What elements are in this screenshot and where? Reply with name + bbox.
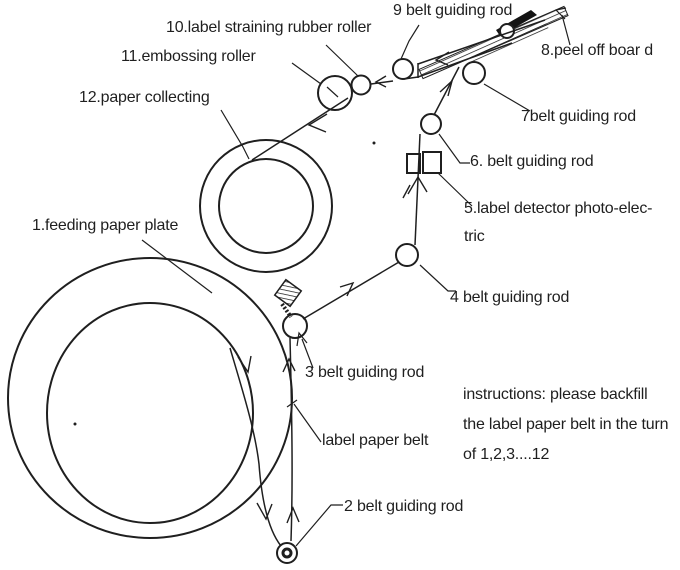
arrow-into-collecting xyxy=(307,113,328,133)
paper-collecting-outer-circle xyxy=(199,139,333,273)
instructions-text: instructions: please backfill the label … xyxy=(463,380,669,470)
label-part3: 3 belt guiding rod xyxy=(305,364,425,381)
arrow-down-to-rod2 xyxy=(256,502,273,521)
leader-part10 xyxy=(325,44,359,77)
arrow-left-at-rod9 xyxy=(374,75,387,88)
arrow-up-detector-tail xyxy=(402,184,411,199)
label-part4: 4 belt guiding rod xyxy=(450,289,570,306)
detector-left-block xyxy=(406,153,421,174)
detector-right-block xyxy=(422,151,442,174)
label-part6: 6. belt guiding rod xyxy=(470,153,594,170)
arrow-up-detector xyxy=(407,175,428,195)
belt-return-line-upper xyxy=(417,19,546,65)
peel-off-board xyxy=(403,5,569,80)
label-part8: 8.peel off boar d xyxy=(541,42,653,59)
leader-lines xyxy=(141,7,571,547)
feeding-paper-plate-inner-circle xyxy=(46,302,254,524)
press-connector xyxy=(280,302,293,319)
leader-part2 xyxy=(295,504,343,547)
arrow-up-belt-mid xyxy=(282,357,296,373)
speck-2 xyxy=(372,141,376,145)
belt-guiding-rod-9 xyxy=(392,58,414,80)
belt-guiding-rod-6 xyxy=(420,113,442,135)
label-part1: 1.feeding paper plate xyxy=(32,217,179,234)
leader-part6 xyxy=(438,133,470,164)
leader-part3-arrowhead xyxy=(296,331,308,347)
belt-to-rod9 xyxy=(403,76,419,80)
belt-return-line-lower xyxy=(417,42,513,78)
label-part7: 7belt guiding rod xyxy=(521,108,636,125)
speck-1 xyxy=(73,422,77,426)
label-straining-rubber-roller-10 xyxy=(350,74,372,96)
arrow-up-from-rod2 xyxy=(286,506,300,524)
arrow-return-under-board xyxy=(434,51,450,66)
leader-part8 xyxy=(561,14,571,46)
arrow-6-to-board xyxy=(439,78,454,97)
belt-6-to-board xyxy=(433,66,460,116)
label-detector-photoelectric xyxy=(406,151,442,174)
paper-collecting-inner-circle xyxy=(218,158,314,254)
embossing-roller-11 xyxy=(317,75,353,111)
specks xyxy=(73,141,376,426)
leader-belt-tick xyxy=(286,399,298,408)
belt-guiding-rod-4 xyxy=(395,243,419,267)
belt-roll-to-2 xyxy=(229,347,282,547)
belt-4-to-6 xyxy=(414,133,421,246)
arrow-down-roll xyxy=(237,355,252,374)
label-part5-line1: 5.label detector photo-elec- xyxy=(464,200,653,217)
belt-press-block xyxy=(273,278,303,319)
belt-nip-to-collecting xyxy=(251,97,349,161)
leader-part11-tick xyxy=(326,86,339,98)
leader-part7 xyxy=(483,83,531,112)
leader-part5 xyxy=(437,172,473,207)
instructions-line2: the label paper belt in the turn xyxy=(463,416,669,433)
belt-3-to-4 xyxy=(302,261,400,320)
instructions-line3: of 1,2,3....12 xyxy=(463,446,550,463)
label-paper-belt-path xyxy=(229,66,460,547)
belt-guiding-rod-3 xyxy=(282,313,308,339)
leader-part9 xyxy=(400,24,420,60)
label-part11: 11.embossing roller xyxy=(121,48,256,65)
leader-part12 xyxy=(220,109,250,160)
belt-2-to-3 xyxy=(289,337,293,542)
belt-direction-arrows xyxy=(237,51,454,524)
instructions-line1: instructions: please backfill xyxy=(463,386,648,403)
belt-guiding-rod-7 xyxy=(462,61,486,85)
hatched-square xyxy=(273,278,303,308)
feeding-paper-plate-outer-circle xyxy=(7,257,293,539)
label-part2: 2 belt guiding rod xyxy=(344,498,464,515)
leader-part11 xyxy=(291,62,322,85)
leader-part4 xyxy=(419,264,456,292)
leader-belt xyxy=(293,403,322,443)
label-paper-belt: label paper belt xyxy=(322,432,429,449)
label-part10: 10.label straining rubber roller xyxy=(166,19,372,36)
leader-part1 xyxy=(141,239,213,294)
leader-part3 xyxy=(301,338,314,369)
label-part9: 9 belt guiding rod xyxy=(393,2,513,19)
leader-part8-arrowhead xyxy=(554,7,567,20)
arrow-3-to-4 xyxy=(339,281,355,297)
label-part12: 12.paper collecting xyxy=(79,89,210,106)
belt-guiding-rod-2-inner xyxy=(281,547,293,559)
label-part5-line2: tric xyxy=(464,228,485,245)
belt-9-to-10 xyxy=(370,80,394,85)
